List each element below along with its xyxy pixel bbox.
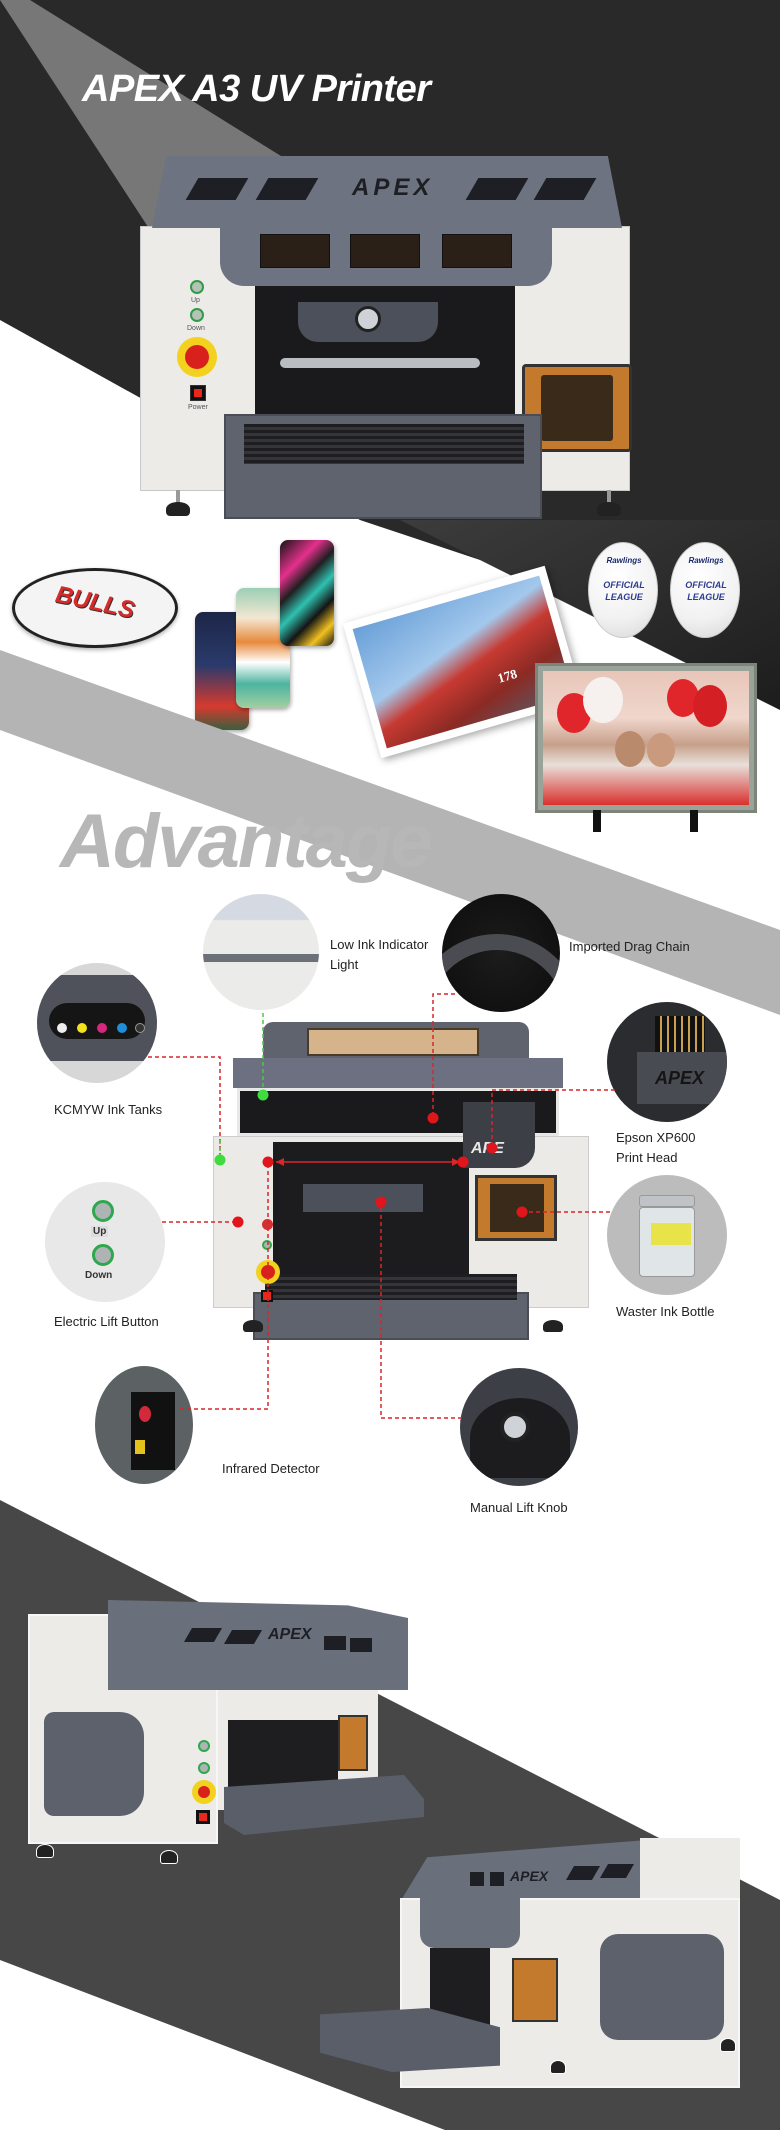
sample-phone-case-abstract bbox=[280, 540, 334, 646]
up-button[interactable] bbox=[190, 280, 204, 294]
feature-label-low-ink: Low Ink Indicator Light bbox=[330, 937, 429, 972]
down-button-icon bbox=[92, 1244, 114, 1266]
roller bbox=[280, 358, 480, 368]
feature-label-ink-tanks: KCMYW Ink Tanks bbox=[54, 1102, 163, 1117]
advantage-heading: Advantage bbox=[60, 799, 433, 884]
printer-angled-right: APEX bbox=[320, 1838, 760, 2098]
leveling-foot bbox=[166, 502, 190, 516]
viewing-window bbox=[442, 234, 512, 268]
infrared-detector-image bbox=[95, 1366, 193, 1484]
feature-label-print-head: Epson XP600 Print Head bbox=[616, 1130, 696, 1165]
drag-chain-image bbox=[442, 894, 560, 1012]
viewing-window bbox=[260, 234, 330, 268]
ink-tanks-image bbox=[37, 963, 157, 1083]
apex-logo: APEX bbox=[352, 174, 434, 201]
up-label: Up bbox=[191, 297, 200, 304]
printer-hood bbox=[220, 226, 552, 286]
feature-label-infrared-detector: Infrared Detector bbox=[222, 1461, 320, 1476]
feature-label-drag-chain: Imported Drag Chain bbox=[569, 939, 690, 954]
power-label: Power bbox=[188, 404, 208, 411]
waste-ink-window bbox=[522, 364, 632, 452]
manual-lift-knob-image bbox=[460, 1368, 578, 1486]
viewing-window bbox=[350, 234, 420, 268]
lift-knob bbox=[355, 306, 381, 332]
down-label: Down bbox=[187, 325, 205, 332]
sample-slate-photo bbox=[535, 663, 757, 813]
waste-ink-bottle-image bbox=[607, 1175, 727, 1295]
advantage-printer-diagram: APE bbox=[213, 1022, 589, 1342]
power-switch[interactable] bbox=[190, 385, 206, 401]
sample-bulls-plaque: BULLS bbox=[12, 568, 178, 648]
lift-button-image: Up Down bbox=[45, 1182, 165, 1302]
printer-front-view: APEX Up Down Power bbox=[140, 152, 632, 522]
feature-label-manual-lift-knob: Manual Lift Knob bbox=[470, 1500, 568, 1515]
printer-top-cover: APEX bbox=[152, 156, 622, 228]
up-button-icon bbox=[92, 1200, 114, 1222]
page-title: APEX A3 UV Printer bbox=[82, 68, 431, 110]
leveling-foot bbox=[597, 502, 621, 516]
sample-baseball: Rawlings OFFICIAL LEAGUE bbox=[588, 542, 658, 638]
feature-label-waste-ink-bottle: Waster Ink Bottle bbox=[616, 1304, 715, 1319]
emergency-stop-button[interactable] bbox=[177, 337, 217, 377]
printer-angled-left: APEX bbox=[28, 1600, 438, 1864]
down-button[interactable] bbox=[190, 308, 204, 322]
print-head-image: APEX bbox=[607, 1002, 727, 1122]
sample-baseball: Rawlings OFFICIAL LEAGUE bbox=[670, 542, 740, 638]
low-ink-indicator-image bbox=[203, 894, 319, 1010]
feature-label-lift-button: Electric Lift Button bbox=[54, 1314, 159, 1329]
print-tray bbox=[224, 414, 542, 519]
callout-leader-lines bbox=[148, 993, 615, 1419]
